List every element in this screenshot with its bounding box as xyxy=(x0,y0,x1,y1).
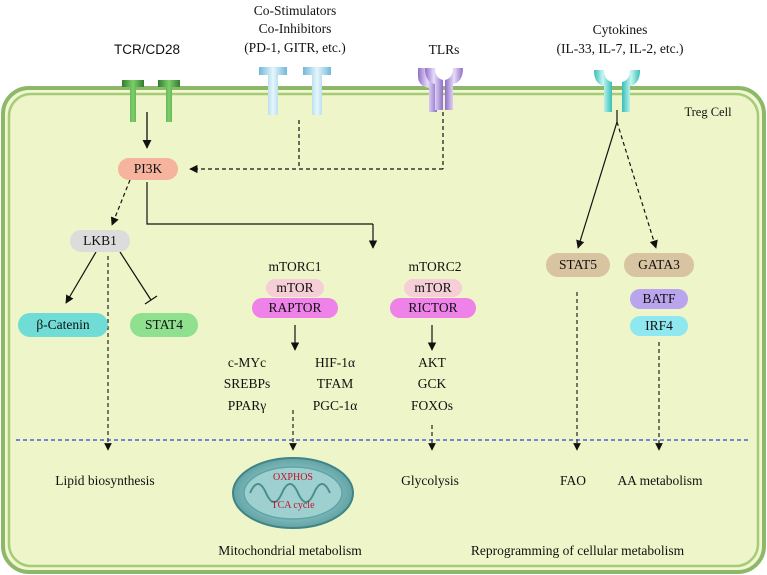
glycolysis-label: Glycolysis xyxy=(401,473,459,488)
mtorc1-target-tfam: TFAM xyxy=(316,376,354,391)
aa-metabolism-label: AA metabolism xyxy=(617,473,703,488)
mitochondrial-metabolism-label: Mitochondrial metabolism xyxy=(218,543,362,558)
costim-tlr-to-pi3k-arrow xyxy=(189,112,444,174)
treg-cell-label: Treg Cell xyxy=(684,105,732,119)
stat5-node: STAT5 xyxy=(546,253,610,277)
lkb1-node: LKB1 xyxy=(70,230,130,252)
cytokine-to-stat5-gata3-arrows xyxy=(576,110,658,249)
costim-label-line3: (PD-1, GITR, etc.) xyxy=(244,40,346,55)
mtorc1-target-pgc1a: PGC-1α xyxy=(312,398,358,413)
beta-catenin-node: β-Catenin xyxy=(18,313,108,337)
costim-label-line1: Co-Stimulators xyxy=(253,3,337,18)
gata3-node: GATA3 xyxy=(624,253,694,277)
reprogramming-label: Reprogramming of cellular metabolism xyxy=(470,543,685,558)
fao-label: FAO xyxy=(559,473,586,488)
tlr-receptor-icon xyxy=(418,68,463,112)
pi3k-to-mtor-arrow xyxy=(146,182,378,249)
lkb1-to-beta-catenin-arrow xyxy=(65,251,97,304)
costimulator-receptor-icon xyxy=(259,67,331,115)
raptor-node: RAPTOR xyxy=(252,298,338,318)
tcr-cd28-receptor-icon xyxy=(122,80,180,122)
mitochondrion-icon xyxy=(232,457,354,529)
mtorc1-target-cmyc: c-MYc xyxy=(227,355,267,370)
mtor2-node: mTOR xyxy=(404,279,462,297)
treg-cell-membrane xyxy=(1,86,766,574)
mtorc1-label: mTORC1 xyxy=(268,259,322,274)
tca-cycle-label: TCA cycle xyxy=(271,500,315,511)
pi3k-to-lkb1-arrow xyxy=(110,179,131,226)
lkb1-inhibits-stat4 xyxy=(119,251,158,305)
mtorc1-target-srebps: SREBPs xyxy=(223,376,271,391)
rictor-node: RICTOR xyxy=(390,298,476,318)
oxphos-label: OXPHOS xyxy=(272,472,313,483)
cytokines-label-line1: Cytokines xyxy=(592,22,648,37)
mtorc1-target-hif1a: HIF-1α xyxy=(314,355,356,370)
cytokine-receptor-icon xyxy=(594,70,640,112)
outcome-arrows xyxy=(289,292,663,451)
mtorc2-label: mTORC2 xyxy=(408,259,462,274)
mtorc2-target-gck: GCK xyxy=(417,376,447,391)
tcr-cd28-label: TCR/CD28 xyxy=(113,42,180,57)
stat4-node: STAT4 xyxy=(130,313,198,337)
mtorc2-target-foxos: FOXOs xyxy=(410,398,453,413)
lipid-biosynthesis-label: Lipid biosynthesis xyxy=(55,473,155,488)
pi3k-node: PI3K xyxy=(118,158,178,180)
mtor1-node: mTOR xyxy=(266,279,324,297)
batf-node: BATF xyxy=(630,289,688,309)
cytokines-label-line2: (IL-33, IL-7, IL-2, etc.) xyxy=(556,41,684,56)
mtorc2-target-akt: AKT xyxy=(418,355,446,370)
irf4-node: IRF4 xyxy=(630,316,688,336)
tlrs-label: TLRs xyxy=(428,42,460,57)
costim-label-line2: Co-Inhibitors xyxy=(258,21,332,36)
mtorc1-target-pparg: PPARγ xyxy=(227,398,267,413)
